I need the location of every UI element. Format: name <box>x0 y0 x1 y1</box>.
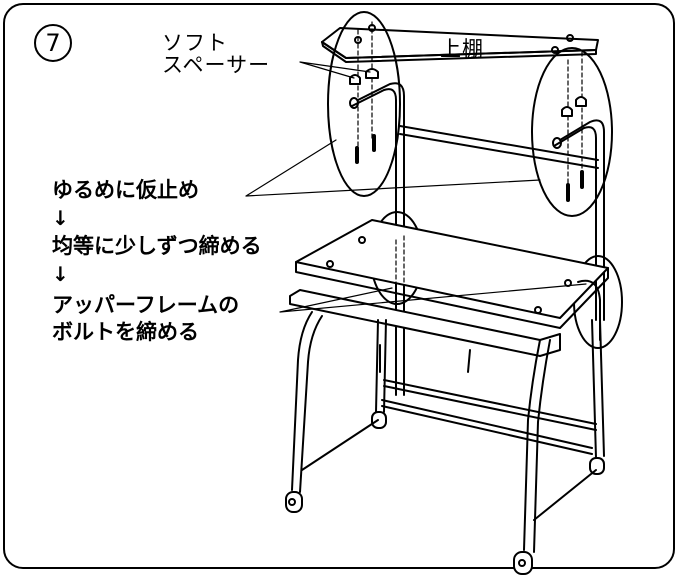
bolts-left <box>355 134 376 164</box>
soft-spacers-right <box>561 96 587 117</box>
detail-circle-right-top <box>531 47 613 217</box>
upper-crossbar <box>399 125 599 169</box>
desk-top-board <box>295 219 609 329</box>
leader-spacer <box>299 61 371 79</box>
top-shelf-label: 上棚 <box>440 37 484 61</box>
right-front-leg <box>513 339 551 575</box>
instruction-frame <box>3 3 675 569</box>
right-back-leg <box>589 319 605 475</box>
leader-loose-fasten <box>245 139 541 197</box>
side-brace-left <box>301 419 379 471</box>
lower-crossbar-front <box>381 399 593 455</box>
tighten-evenly-label: 均等に少しずつ締める <box>52 234 262 258</box>
left-front-leg <box>285 311 323 513</box>
upper-frame-label-line1: アッパーフレームの <box>52 293 240 317</box>
bolts-right <box>566 170 584 202</box>
loose-fasten-label: ゆるめに仮止め <box>52 178 199 202</box>
soft-spacer-label-line1: ソフト <box>162 31 228 55</box>
keyboard-tray <box>289 289 561 357</box>
right-upright-post <box>552 119 605 321</box>
left-back-leg <box>371 319 387 429</box>
upper-frame-label-line2: ボルトを締める <box>52 320 199 344</box>
down-arrow-icon: ↓ <box>52 262 69 286</box>
soft-spacer-label-line2: スペーサー <box>162 53 271 77</box>
leader-upper-frame <box>279 283 587 313</box>
detail-circle-left-top <box>327 11 401 197</box>
step-number-badge: 7 <box>34 24 72 62</box>
down-arrow-icon: ↓ <box>52 206 69 230</box>
side-brace-right <box>533 469 597 521</box>
lower-crossbar-back <box>383 379 597 431</box>
